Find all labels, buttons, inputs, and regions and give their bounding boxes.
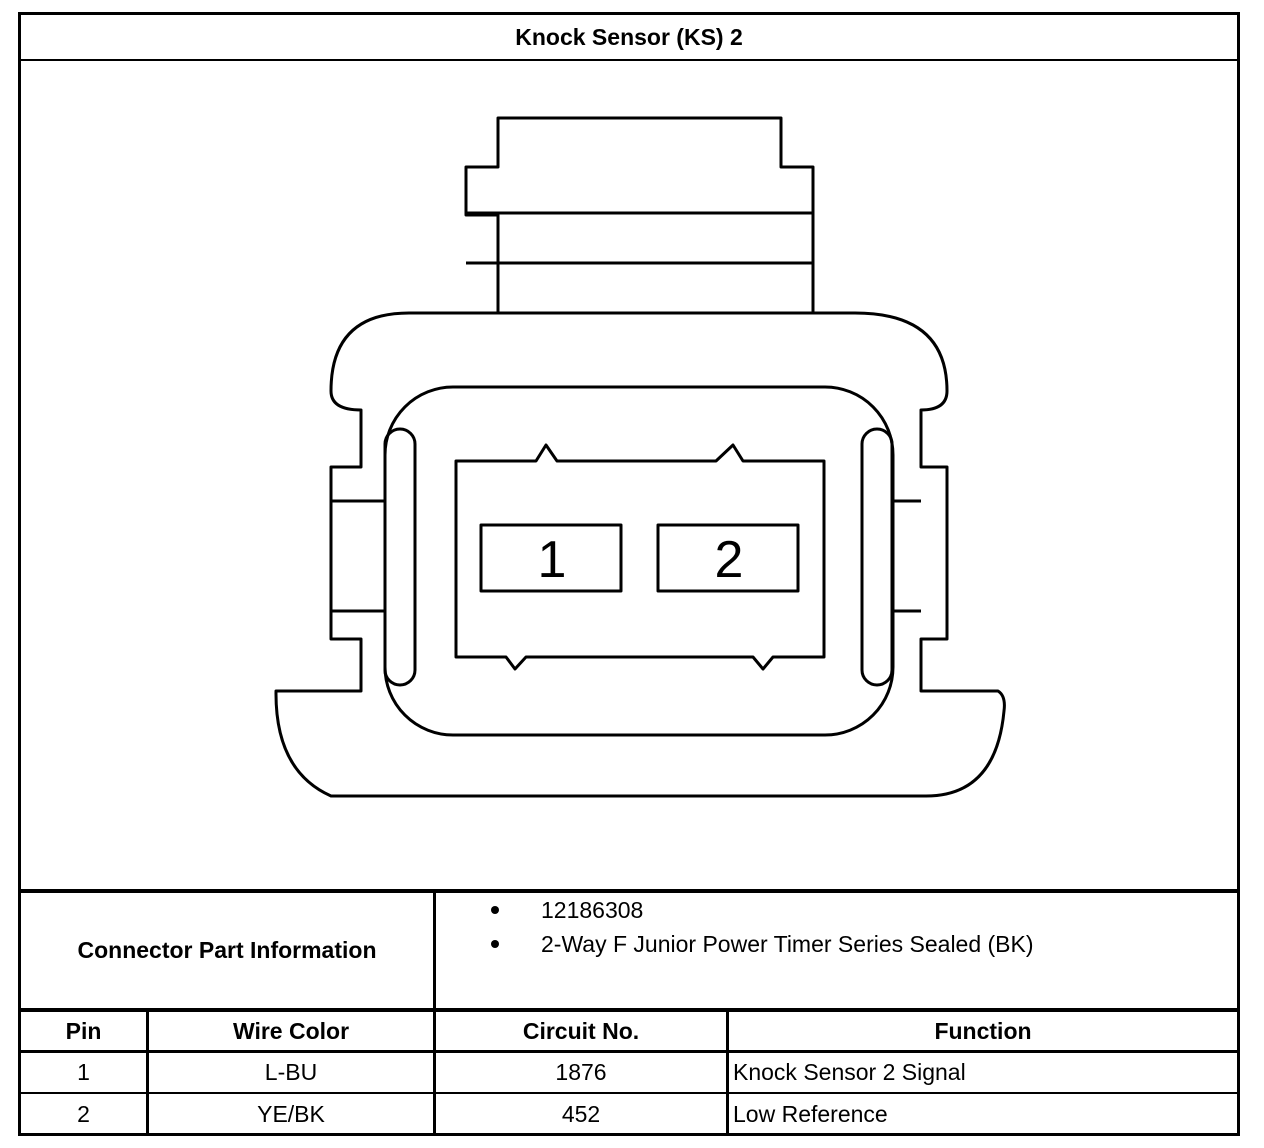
connector-housing [274, 311, 1006, 798]
table-cell-circuit: 1876 [555, 1059, 607, 1085]
connector-title: Knock Sensor (KS) 2 [21, 15, 1237, 61]
table-cell-wire-color: YE/BK [257, 1100, 325, 1127]
bullet-icon [491, 906, 499, 914]
col-divider [146, 1010, 149, 1136]
parts-bottom-rule [21, 1008, 1237, 1012]
right-rail [860, 427, 894, 687]
table-cell-circuit: 452 [561, 1100, 601, 1127]
header-function: Function [934, 1017, 1032, 1044]
list-item: 12186308 [491, 893, 1034, 927]
pin-cavity-2 [656, 523, 800, 593]
header-wire-color: Wire Color [232, 1017, 350, 1044]
part-number: 12186308 [541, 896, 644, 923]
locking-tab [464, 116, 815, 313]
list-item: 2-Way F Junior Power Timer Series Sealed… [491, 927, 1034, 961]
table-cell-function: Low Reference [733, 1100, 888, 1127]
terminal-block [454, 443, 826, 671]
col-divider [726, 1010, 729, 1136]
header-circuit-no: Circuit No. [522, 1017, 640, 1044]
table-cell-pin: 2 [77, 1100, 90, 1127]
left-rail [383, 427, 417, 687]
header-pin: Pin [65, 1017, 102, 1044]
table-cell-function: Knock Sensor 2 Signal [733, 1059, 966, 1085]
table-cell-wire-color: L-BU [264, 1059, 318, 1085]
header-bottom-rule [21, 1050, 1237, 1053]
inner-cavity [383, 385, 895, 737]
parts-divider [433, 891, 436, 1136]
pin-label-1: 1 [538, 531, 567, 589]
connector-frame: Knock Sensor (KS) 2 1 2 [18, 12, 1240, 1136]
part-info-list: 12186308 2-Way F Junior Power Timer Seri… [491, 893, 1034, 961]
bullet-icon [491, 940, 499, 948]
part-description: 2-Way F Junior Power Timer Series Sealed… [541, 930, 1034, 957]
table-cell-pin: 1 [77, 1059, 90, 1085]
pin-cavity-1 [479, 523, 623, 593]
row-divider [21, 1092, 1237, 1094]
pin-label-2: 2 [715, 531, 744, 589]
part-info-label: Connector Part Information [77, 937, 377, 963]
connector-diagram: 1 2 [274, 116, 1006, 798]
table-top-rule [21, 889, 1237, 893]
